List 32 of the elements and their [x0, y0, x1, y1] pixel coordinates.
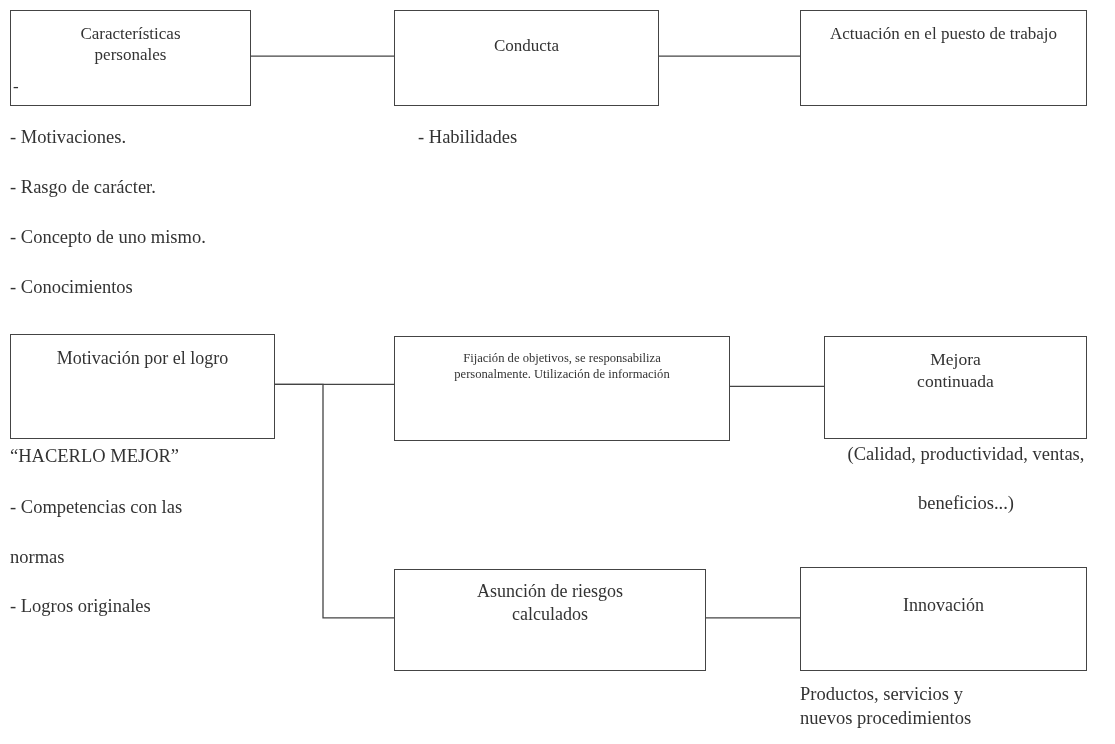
box-label: Actuación en el puesto de trabajo	[828, 23, 1059, 45]
process-box	[394, 569, 706, 671]
note-text: - Motivaciones.	[10, 126, 127, 149]
box-label: Asunción de riesgos calculados	[476, 580, 624, 625]
box-label: Fijación de objetivos, se responsabiliza personalmente. Utilización de información	[453, 351, 671, 383]
note-text: - Logros originales	[10, 595, 151, 618]
box-label: Mejora continuada	[916, 349, 995, 393]
process-box	[800, 10, 1087, 106]
note-text: Productos, servicios y nuevos procedimientos	[800, 683, 973, 731]
connector-line	[729, 385, 825, 388]
connector-line	[658, 55, 801, 57]
note-text: - Rasgo de carácter.	[10, 176, 156, 199]
box-label: Motivación por el logro	[55, 347, 230, 370]
stray-text: -	[13, 77, 19, 97]
process-box	[394, 10, 659, 106]
process-box	[800, 567, 1087, 671]
note-text: (Calidad, productividad, ventas, beneficios...)	[846, 443, 1086, 515]
note-text: - Concepto de uno mismo.	[10, 226, 206, 249]
connector-line	[274, 383, 395, 619]
process-box	[10, 10, 251, 106]
process-box	[394, 336, 730, 441]
note-text: “HACERLO MEJOR”	[10, 445, 180, 468]
note-text: - Habilidades	[418, 126, 518, 149]
box-label: Características personales	[79, 23, 182, 66]
box-label: Conducta	[492, 35, 561, 57]
note-text: - Conocimientos	[10, 276, 133, 299]
connector-line	[705, 617, 801, 619]
note-text: - Competencias con las normas	[10, 496, 184, 569]
process-box	[10, 334, 275, 439]
connector-line	[250, 55, 395, 57]
process-box	[824, 336, 1087, 439]
box-label: Innovación	[902, 594, 985, 617]
